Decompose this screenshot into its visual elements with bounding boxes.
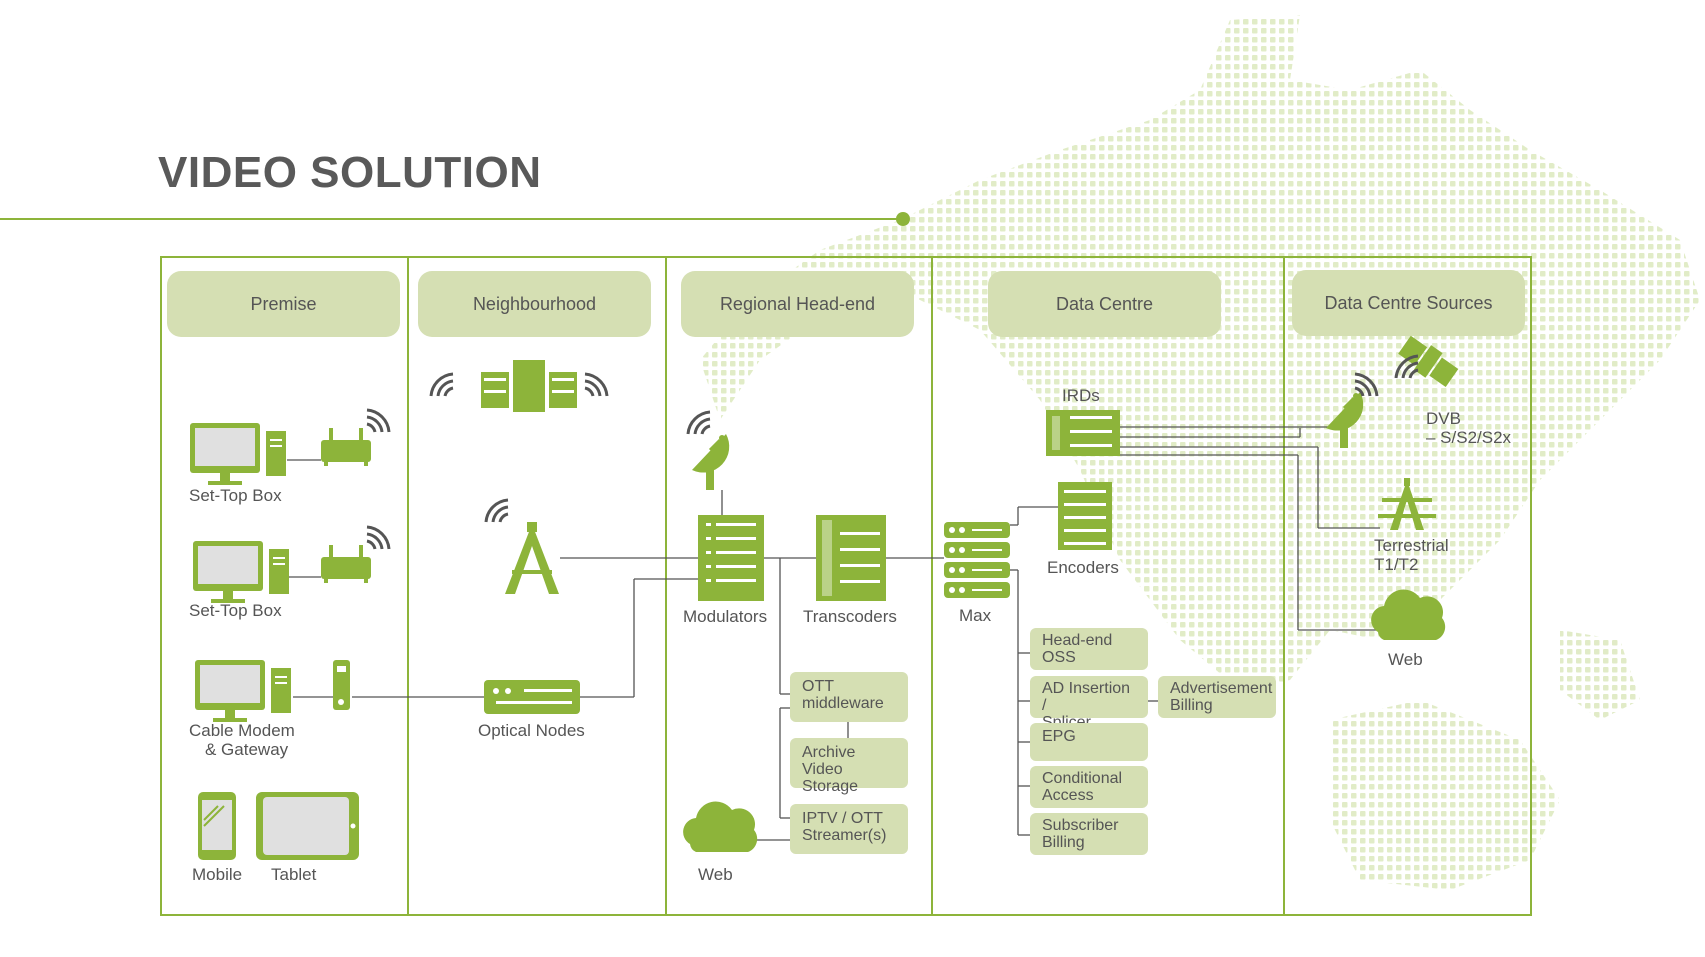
cable-modem-label: & Gateway xyxy=(205,740,289,759)
max-label: Max xyxy=(959,606,992,625)
set-top-box-label: Set-Top Box xyxy=(189,601,282,620)
tablet-label: Tablet xyxy=(271,865,317,884)
optical-node-icon xyxy=(484,680,580,714)
modulators-label: Modulators xyxy=(683,607,768,626)
wifi-router-icon xyxy=(321,545,371,583)
web-label: Web xyxy=(698,865,733,884)
column-divider xyxy=(665,256,667,916)
set-top-box-icon xyxy=(190,423,286,485)
column-divider xyxy=(407,256,409,916)
modulator-rack-icon xyxy=(698,515,764,601)
satellite-icon xyxy=(429,360,609,412)
ad-insertion-splicer-box: AD Insertion /Splicer xyxy=(1030,676,1148,731)
satellite-icon xyxy=(1398,335,1459,388)
wireless-waves-icon xyxy=(365,408,391,434)
wifi-router-icon xyxy=(321,428,371,466)
set-top-box-icon xyxy=(193,541,289,603)
cable-modem-label: Cable Modem xyxy=(189,721,295,740)
diagram-frame xyxy=(160,256,1532,916)
irds-label: IRDs xyxy=(1062,386,1100,405)
max-server-icon xyxy=(944,522,1010,598)
satellite-dish-icon xyxy=(690,432,731,492)
mobile-icon xyxy=(198,792,236,860)
column-header-data-centre: Data Centre xyxy=(988,271,1221,337)
terrestrial-label: T1/T2 xyxy=(1374,555,1419,574)
encoders-label: Encoders xyxy=(1047,558,1119,577)
column-header-data-centre-sources: Data Centre Sources xyxy=(1292,270,1525,336)
wireless-waves-icon xyxy=(365,525,391,551)
title-underline xyxy=(0,218,898,220)
wireless-waves-icon xyxy=(1353,372,1379,398)
transcoder-rack-icon xyxy=(816,515,886,601)
wireless-waves-icon xyxy=(686,410,712,436)
cell-tower-icon xyxy=(484,498,559,594)
page-title: VIDEO SOLUTION xyxy=(158,148,542,197)
epg-box: EPG xyxy=(1030,723,1148,761)
dvb-label: – S/S2/S2x xyxy=(1426,428,1512,447)
title-underline-dot xyxy=(896,212,910,226)
cable-modem-icon xyxy=(195,660,291,722)
web-cloud-icon xyxy=(1371,589,1446,640)
terrestrial-tower-icon xyxy=(1378,478,1436,530)
modem-device-icon xyxy=(333,660,350,710)
mobile-label: Mobile xyxy=(192,865,243,884)
web-label: Web xyxy=(1388,650,1423,669)
column-divider xyxy=(931,256,933,916)
transcoders-label: Transcoders xyxy=(803,607,897,626)
encoder-rack-icon xyxy=(1058,482,1112,550)
tablet-icon xyxy=(256,792,359,860)
ird-rack-icon xyxy=(1046,410,1120,456)
dvb-label: DVB xyxy=(1426,409,1461,428)
terrestrial-label: Terrestrial xyxy=(1374,536,1449,555)
column-header-premise: Premise xyxy=(167,271,400,337)
satellite-dish-icon xyxy=(1324,390,1365,450)
optical-nodes-label: Optical Nodes xyxy=(478,721,585,740)
web-cloud-icon xyxy=(683,801,758,852)
column-header-regional-head-end: Regional Head-end xyxy=(681,271,914,337)
column-divider xyxy=(1283,256,1285,916)
set-top-box-label: Set-Top Box xyxy=(189,486,282,505)
column-header-neighbourhood: Neighbourhood xyxy=(418,271,651,337)
